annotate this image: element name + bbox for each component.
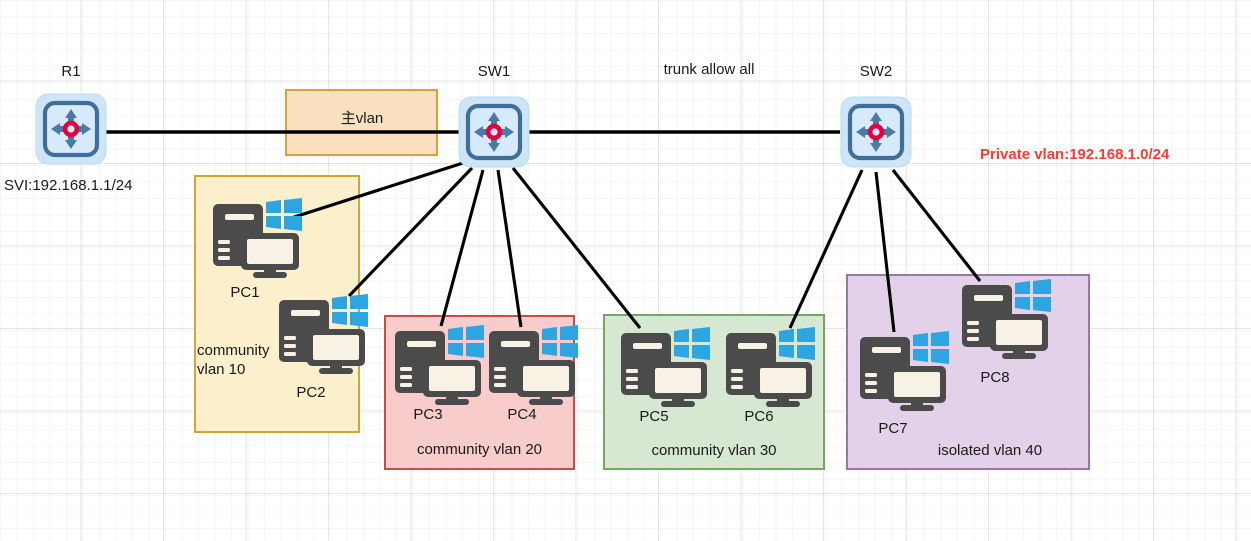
device-label-sw1: SW1: [477, 63, 511, 80]
desktop-pc-icon-pc4[interactable]: [489, 325, 578, 405]
link-sw1-pc2[interactable]: [347, 166, 474, 298]
router-icon-sw1[interactable]: [458, 96, 530, 168]
pc-label-pc1: PC1: [230, 284, 260, 301]
link-sw2-pc7[interactable]: [874, 171, 896, 333]
router-icon-r1[interactable]: [35, 93, 107, 165]
zone-label-vlan30: community vlan 30: [651, 442, 777, 459]
pc-label-pc7: PC7: [878, 420, 908, 437]
device-label-sw2: SW2: [859, 63, 893, 80]
desktop-pc-icon-pc1[interactable]: [213, 198, 302, 278]
pc-label-pc5: PC5: [639, 408, 669, 425]
zone-label-vlan20: community vlan 20: [416, 441, 543, 458]
pc-label-pc6: PC6: [744, 408, 774, 425]
svi-annotation: SVI:192.168.1.1/24: [4, 177, 133, 194]
private-vlan-annotation: Private vlan:192.168.1.0/24: [980, 146, 1170, 163]
link-sw1-pc5[interactable]: [511, 167, 642, 329]
trunk-annotation: trunk allow all: [663, 61, 755, 78]
pc-label-pc3: PC3: [413, 406, 443, 423]
device-label-r1: R1: [61, 63, 81, 80]
link-sw1-pc4[interactable]: [496, 169, 523, 328]
desktop-pc-icon-pc5[interactable]: [621, 327, 710, 407]
pc-label-pc4: PC4: [507, 406, 537, 423]
pc-label-pc2: PC2: [296, 384, 326, 401]
pc-label-pc8: PC8: [980, 369, 1010, 386]
link-sw2-pc8[interactable]: [891, 169, 982, 282]
router-icon-sw2[interactable]: [840, 96, 912, 168]
link-sw2-pc6[interactable]: [788, 169, 864, 329]
zone-label-main-vlan: 主vlan: [340, 110, 384, 127]
link-sw1-pc3[interactable]: [439, 169, 485, 327]
desktop-pc-icon-pc8[interactable]: [962, 279, 1051, 359]
desktop-pc-icon-pc3[interactable]: [395, 325, 484, 405]
desktop-pc-icon-pc7[interactable]: [860, 331, 949, 411]
zone-label-vlan10: community vlan 10: [197, 342, 270, 379]
zone-label-vlan40: isolated vlan 40: [937, 442, 1043, 459]
desktop-pc-icon-pc6[interactable]: [726, 327, 815, 407]
zone-main-vlan[interactable]: [285, 89, 438, 156]
link-sw1-pc1[interactable]: [284, 161, 464, 222]
